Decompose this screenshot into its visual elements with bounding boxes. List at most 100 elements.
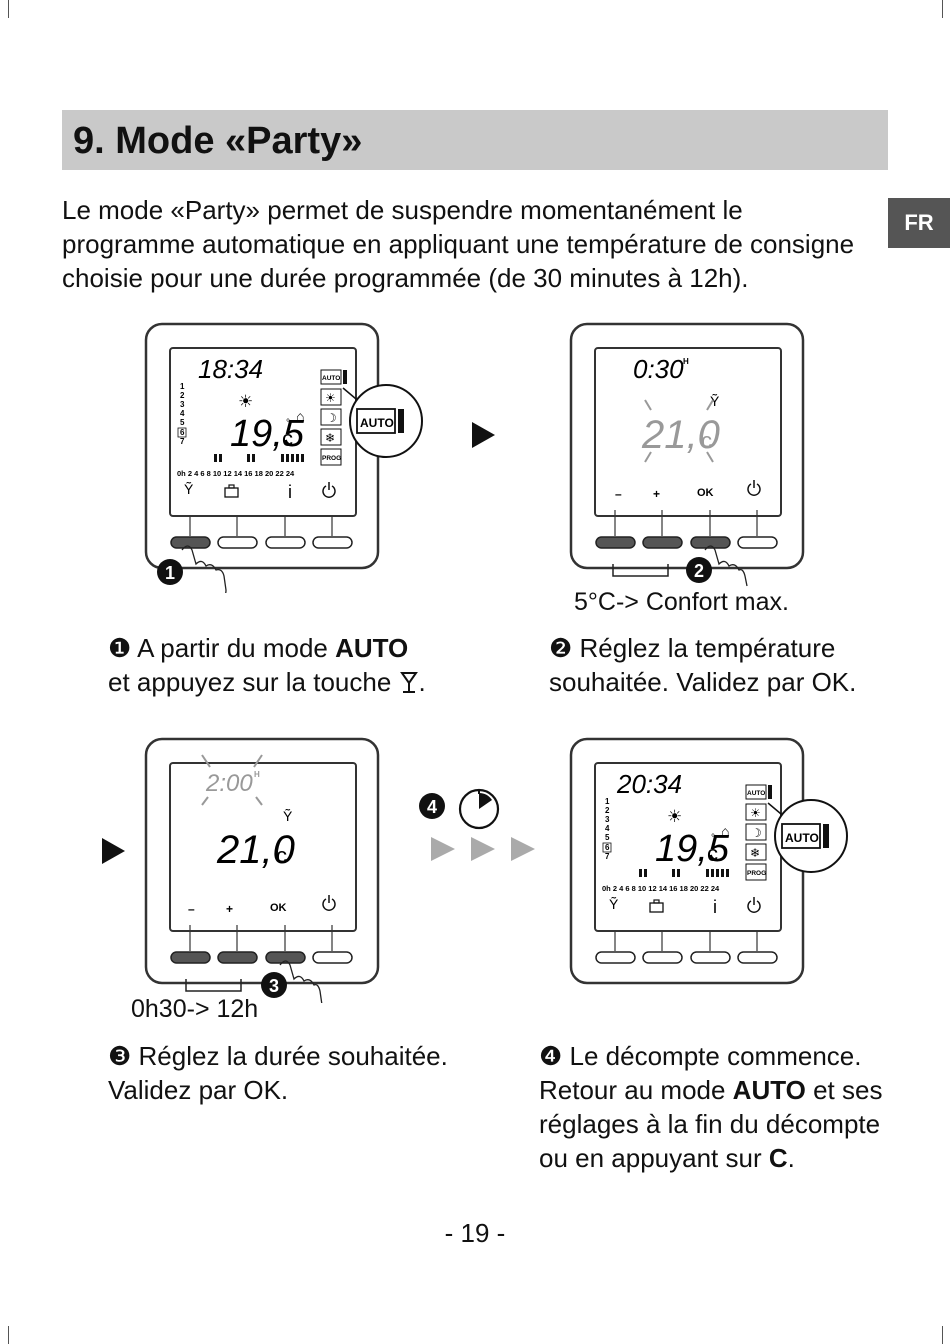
step-4-end: .	[787, 1143, 795, 1173]
range-bracket	[612, 564, 669, 577]
temperature-range-label: 5°C-> Confort max.	[574, 588, 789, 616]
celsius-unit: c	[701, 428, 712, 453]
party-button[interactable]	[170, 536, 211, 549]
arrow-right-icon	[102, 838, 125, 864]
power-button[interactable]	[737, 951, 778, 964]
step-2-caption: ❷ Réglez la température souhaitée. Valid…	[549, 633, 857, 697]
ok-button[interactable]	[690, 536, 731, 549]
section-title-bar: 9. Mode «Party»	[62, 110, 888, 170]
svg-text:3: 3	[269, 976, 279, 996]
screen2-time: 0:30	[633, 354, 684, 384]
intro-paragraph: Le mode «Party» permet de suspendre mome…	[62, 195, 855, 293]
plus-label: +	[653, 487, 660, 501]
svg-text:PROG: PROG	[747, 870, 766, 877]
screen1-temp: 19,5	[230, 413, 305, 455]
crop-mark	[8, 1326, 9, 1344]
step-4-text-2: et ses réglages à la fin du décompte ou …	[539, 1075, 883, 1173]
crop-mark	[942, 1326, 943, 1344]
thermostat-figure-1: 18:34 1 2 3 4 5 6 7 ☀ 19,5 c ° ⌂ 0h 2 4 …	[144, 322, 423, 593]
info-button[interactable]	[265, 536, 306, 549]
step-1-end: .	[418, 667, 426, 697]
svg-text:❄: ❄	[325, 431, 335, 445]
auto-zoom-callout: AUTO	[342, 384, 423, 458]
svg-text:☽: ☽	[751, 826, 762, 840]
hour-bars	[639, 869, 729, 877]
section-title: 9. Mode «Party»	[73, 120, 363, 162]
ok-button[interactable]	[265, 951, 306, 964]
info-icon: i	[713, 897, 717, 917]
plus-button[interactable]	[217, 951, 258, 964]
countdown-indicator: 4	[419, 788, 535, 861]
page-number: - 19 -	[444, 1218, 506, 1248]
screen3-temp: 21,0	[216, 828, 295, 872]
ok-label: OK	[697, 487, 714, 499]
mode-column: AUTO ☀ ☽ ❄ PROG	[745, 784, 772, 881]
mode-column: AUTO ☀ ☽ ❄ PROG	[320, 369, 347, 466]
hour-bars	[214, 454, 304, 462]
info-button[interactable]	[690, 951, 731, 964]
minus-button[interactable]	[595, 536, 636, 549]
power-button[interactable]	[312, 951, 353, 964]
power-button[interactable]	[312, 536, 353, 549]
arrow-right-icon	[472, 422, 495, 448]
degree-symbol: °	[286, 418, 290, 429]
auto-zoom-callout: AUTO	[767, 799, 848, 873]
svg-text:4: 4	[180, 409, 185, 418]
day-list: 1 2 3 4 5 6 7	[602, 797, 612, 861]
holiday-button[interactable]	[642, 951, 683, 964]
svg-text:☀: ☀	[750, 806, 761, 820]
svg-text:❄: ❄	[750, 846, 760, 860]
step-1-caption: ❶ A partir du mode AUTO et appuyez sur l…	[108, 631, 508, 699]
screen3-time: 2:00	[205, 770, 253, 797]
minus-label: –	[188, 902, 195, 916]
step-marker-1	[157, 559, 183, 585]
info-icon: i	[288, 482, 292, 502]
svg-text:2: 2	[605, 806, 610, 815]
step-4-caption: ❹ Le décompte commence. Retour au mode A…	[539, 1039, 889, 1175]
button-leads	[614, 510, 758, 536]
party-glass-icon	[399, 672, 418, 693]
hand-pointer-icon	[704, 545, 748, 587]
clock-icon	[458, 788, 500, 830]
thermostat-figure-4: 20:34 1 2 3 4 5 6 7 ☀ 19,5 c ° ⌂ 0h 2 4 …	[569, 737, 848, 985]
svg-text:AUTO: AUTO	[785, 831, 819, 845]
svg-text:6: 6	[180, 428, 185, 437]
sun-icon: ☀	[238, 392, 253, 411]
blink-marks	[644, 399, 714, 463]
svg-text:3: 3	[605, 815, 610, 824]
house-temp-icon: ⌂	[721, 823, 729, 839]
progress-arrows-icon	[431, 837, 535, 861]
party-button[interactable]	[595, 951, 636, 964]
svg-text:1: 1	[605, 797, 610, 806]
power-button[interactable]	[737, 536, 778, 549]
hand-pointer-icon	[279, 960, 323, 1003]
svg-text:AUTO: AUTO	[747, 790, 765, 797]
step-1-text-2: et appuyez sur la touche	[108, 667, 392, 697]
svg-text:☽: ☽	[326, 411, 337, 425]
screen4-temp: 19,5	[655, 828, 730, 870]
svg-text:4: 4	[427, 797, 437, 817]
screen4-time: 20:34	[616, 769, 682, 799]
svg-text:5: 5	[180, 418, 185, 427]
svg-text:AUTO: AUTO	[360, 416, 394, 430]
step-4-key: C	[768, 1143, 788, 1173]
svg-text:☀: ☀	[325, 391, 336, 405]
svg-text:1: 1	[180, 382, 185, 391]
screen1-time: 18:34	[198, 354, 263, 384]
step-4-text: ❹ Le décompte commence. Retour au mode	[539, 1041, 862, 1105]
step-1-text: ❶ A partir du mode	[108, 633, 336, 663]
day-list: 1 2 3 4 5 6 7	[177, 382, 187, 446]
svg-text:5: 5	[605, 833, 610, 842]
svg-text:7: 7	[180, 437, 185, 446]
ok-label: OK	[270, 902, 287, 914]
minus-button[interactable]	[170, 951, 211, 964]
holiday-button[interactable]	[217, 536, 258, 549]
party-glass-icon: Ỹ	[710, 393, 720, 409]
degree-symbol: °	[711, 833, 715, 844]
power-icon	[747, 480, 761, 496]
plus-button[interactable]	[642, 536, 683, 549]
svg-text:4: 4	[605, 824, 610, 833]
house-temp-icon: ⌂	[296, 408, 304, 424]
suitcase-icon	[649, 899, 664, 913]
button-leads	[189, 516, 333, 536]
